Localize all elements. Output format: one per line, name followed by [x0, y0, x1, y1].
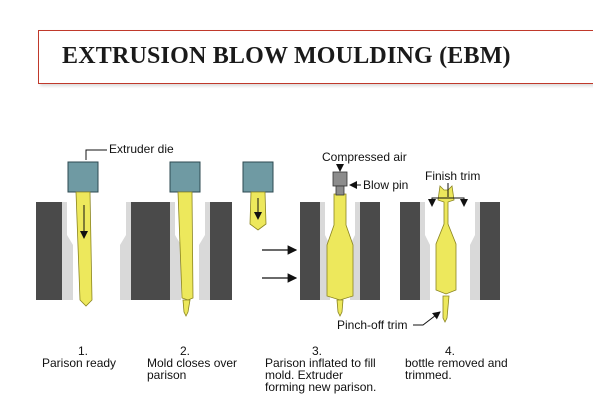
finished-bottle — [435, 185, 457, 295]
extruder-die — [169, 161, 201, 193]
step-1-caption: Parison ready — [42, 356, 117, 370]
pinched-tail — [182, 299, 191, 317]
step-3-caption-line-3: forming new parison. — [265, 380, 377, 394]
extruder-die-label: Extruder die — [109, 142, 174, 156]
blow-pin-nozzle — [335, 185, 345, 196]
next-parison-extruder — [242, 161, 274, 231]
step-3-caption-line-1: Parison inflated to fill — [265, 356, 376, 370]
blow-pin — [332, 171, 348, 187]
inflated-bottle — [326, 193, 354, 301]
title-frame — [38, 30, 593, 84]
stage-1-parison-ready — [36, 149, 157, 307]
step-2-number: 2. — [180, 344, 191, 358]
step-1-number: 1. — [78, 344, 89, 358]
extruder-die — [67, 161, 99, 193]
parison — [75, 191, 93, 307]
step-4-caption-line-2: trimmed. — [405, 368, 452, 382]
pinch-off-trim-label: Pinch-off trim — [337, 318, 408, 332]
step-2-caption-line-1: Mold closes over — [147, 356, 238, 370]
stage-4-bottle-removed — [400, 183, 500, 326]
stage-3-parison-inflated — [262, 164, 380, 317]
mold-half-left — [36, 202, 73, 300]
extruder-die — [242, 161, 274, 193]
step-4-caption-line-1: bottle removed and — [405, 356, 508, 370]
pinched-tail — [336, 299, 344, 317]
parison — [177, 191, 194, 301]
step-3-number: 3. — [312, 344, 323, 358]
pinch-off-trim-leader — [413, 311, 441, 326]
page-title: EXTRUSION BLOW MOULDING (EBM) — [62, 43, 511, 69]
step-2-caption-line-2: parison — [147, 368, 187, 382]
blow-pin-label: Blow pin — [363, 178, 409, 192]
finish-trim-label: Finish trim — [425, 169, 481, 183]
stage-2-mold-closes — [147, 161, 232, 317]
compressed-air-label: Compressed air — [322, 150, 407, 164]
extruder-die-leader — [85, 149, 107, 160]
step-3-caption-line-2: mold. Extruder — [265, 368, 344, 382]
pinch-off-scrap — [442, 295, 450, 323]
step-4-number: 4. — [445, 344, 456, 358]
